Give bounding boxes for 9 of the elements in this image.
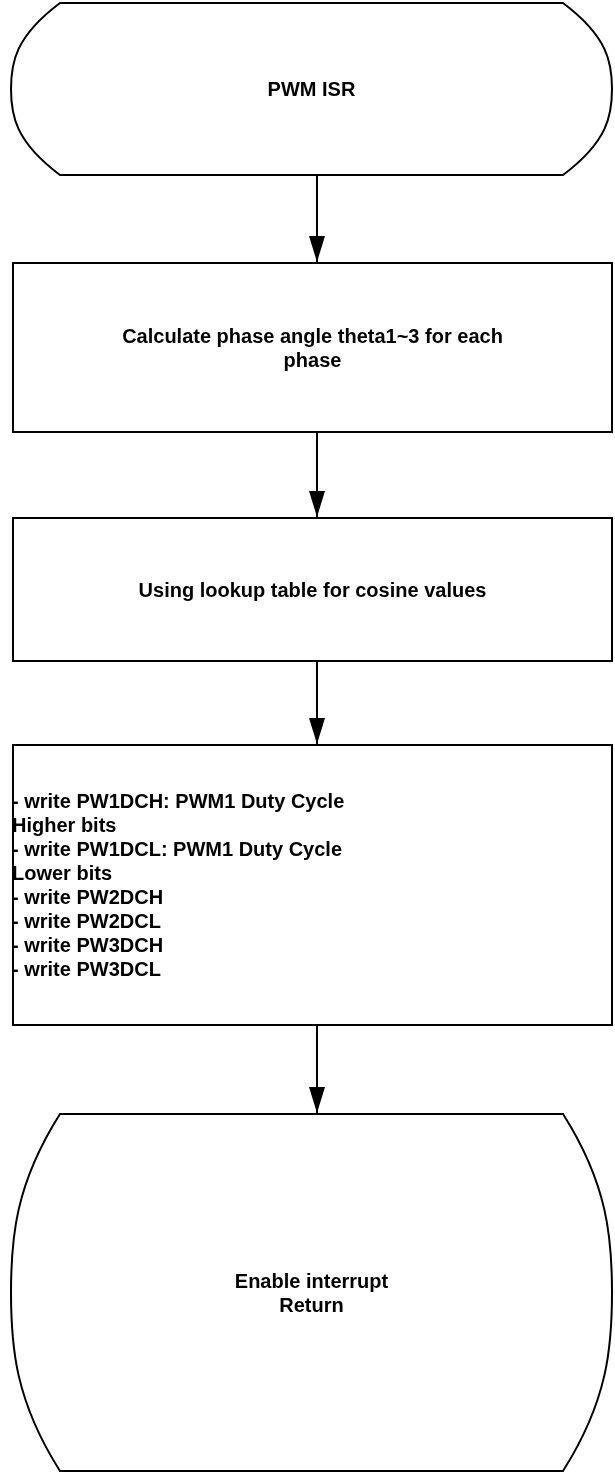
- arrow: [309, 1025, 325, 1114]
- node-label: Using lookup table for cosine values: [138, 577, 487, 602]
- node-label: Return: [279, 1292, 344, 1317]
- node-label: Calculate phase angle theta1~3 for each phase: [121, 323, 504, 372]
- arrow: [309, 432, 325, 518]
- node-label: PWM ISR: [267, 77, 356, 101]
- node-label: Enable interrupt: [234, 1268, 389, 1293]
- arrow: [309, 175, 325, 263]
- arrow: [309, 661, 325, 745]
